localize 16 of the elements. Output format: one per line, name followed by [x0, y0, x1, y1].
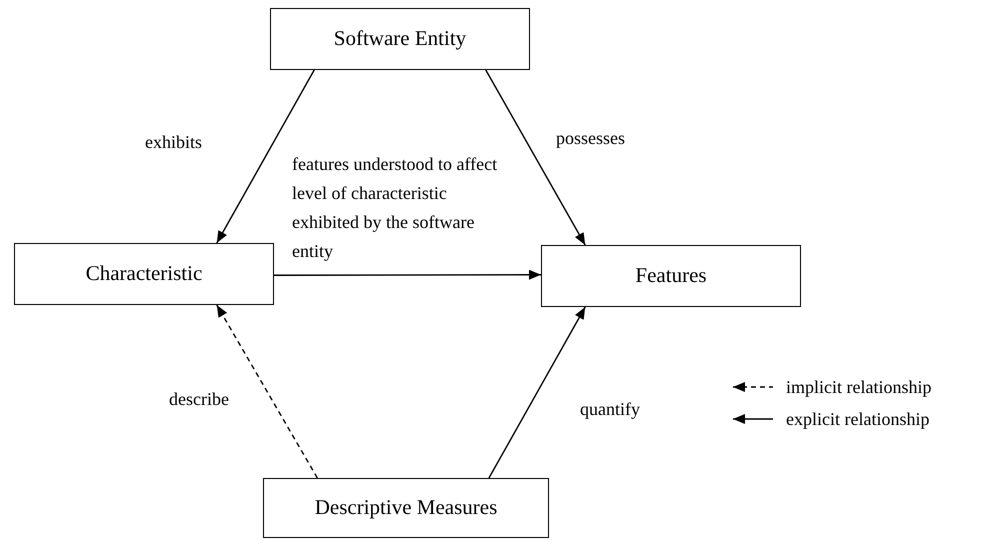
- edge-label: possesses: [556, 127, 626, 150]
- edge-label: features understood to affect level of characteristic exhibited by the software entity: [292, 153, 498, 263]
- process-box: Features: [541, 245, 801, 307]
- arrow: [485, 70, 586, 246]
- process-box: Software Entity: [270, 8, 530, 70]
- edge-label: exhibits: [145, 131, 203, 154]
- edge-label: describe: [169, 388, 230, 411]
- edge-label: quantify: [580, 398, 641, 421]
- arrow: [216, 70, 315, 244]
- process-box: Descriptive Measures: [263, 478, 549, 538]
- dashed-arrow: [216, 304, 318, 478]
- legend-label: explicit relationship: [786, 408, 930, 430]
- legend-label: implicit relationship: [786, 376, 932, 398]
- arrow: [274, 270, 541, 280]
- arrow: [488, 306, 586, 478]
- process-box: Characteristic: [14, 243, 274, 305]
